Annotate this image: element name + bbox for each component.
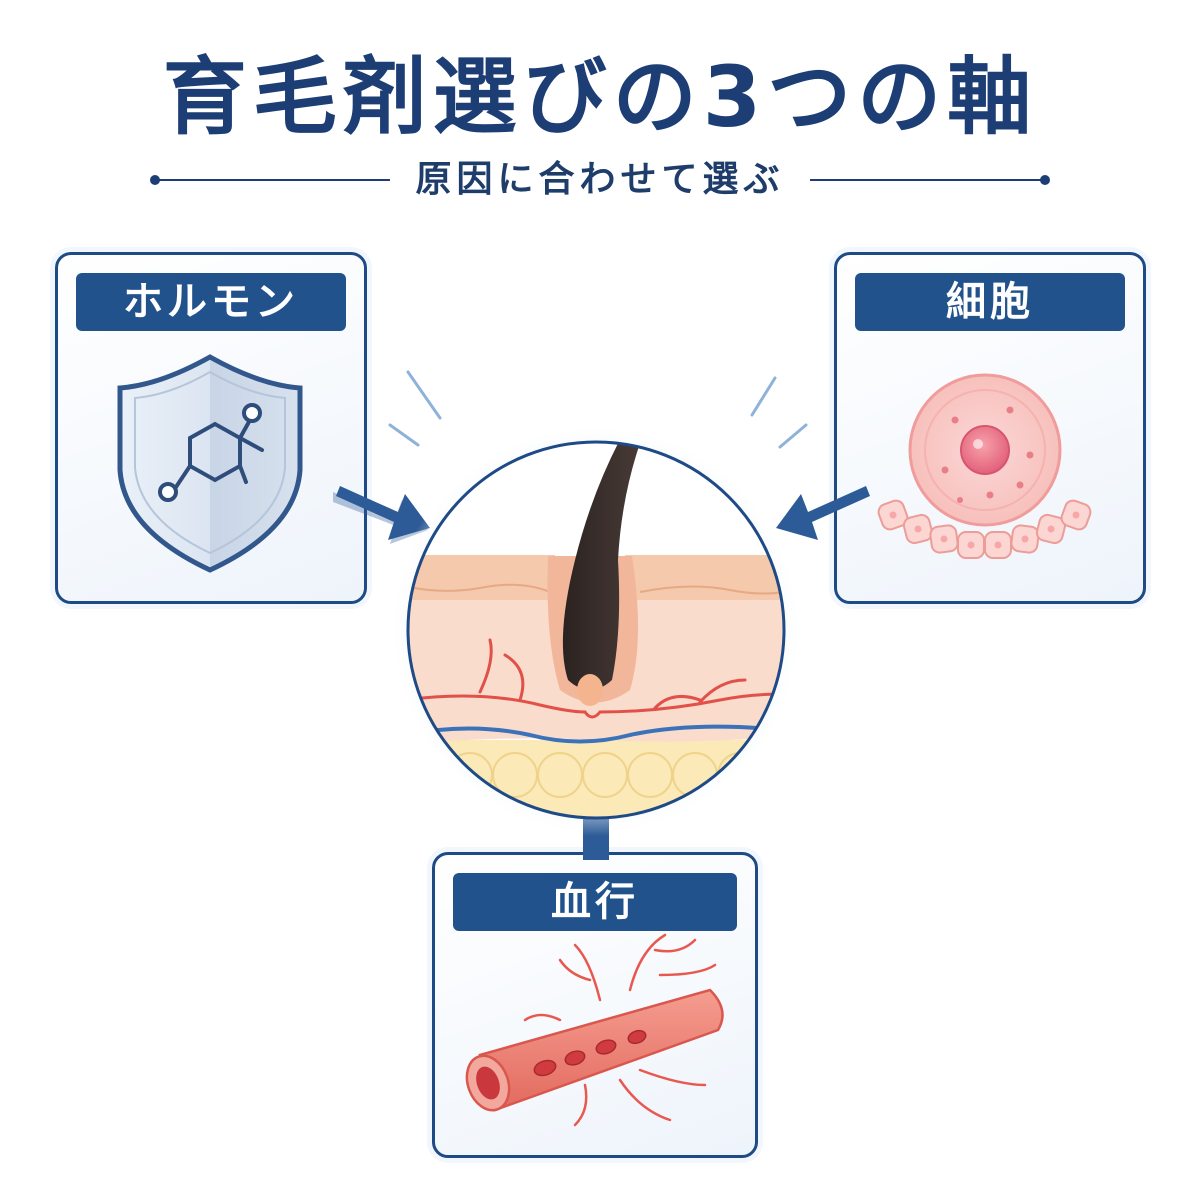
divider-dot xyxy=(1040,175,1050,185)
cell-label: 細胞 xyxy=(855,273,1125,331)
divider-line xyxy=(810,179,1042,181)
divider-dot xyxy=(150,175,160,185)
shield-molecule-icon xyxy=(117,354,303,573)
hormone-label: ホルモン xyxy=(76,273,346,331)
page-title: 育毛剤選びの3つの軸 xyxy=(162,48,1038,146)
cell-icon xyxy=(877,373,1092,559)
subtitle-row: 原因に合わせて選ぶ xyxy=(150,155,1050,205)
emphasis-lines xyxy=(388,370,808,449)
blood-label: 血行 xyxy=(453,873,737,931)
center-circle-border xyxy=(406,440,786,820)
hair-follicle-icon xyxy=(408,442,784,818)
divider-line xyxy=(158,179,390,181)
arrow-from-cell xyxy=(776,486,870,540)
blood-vessel-icon xyxy=(465,933,724,1127)
subtitle: 原因に合わせて選ぶ xyxy=(415,159,785,200)
arrow-from-hormone xyxy=(333,486,430,544)
